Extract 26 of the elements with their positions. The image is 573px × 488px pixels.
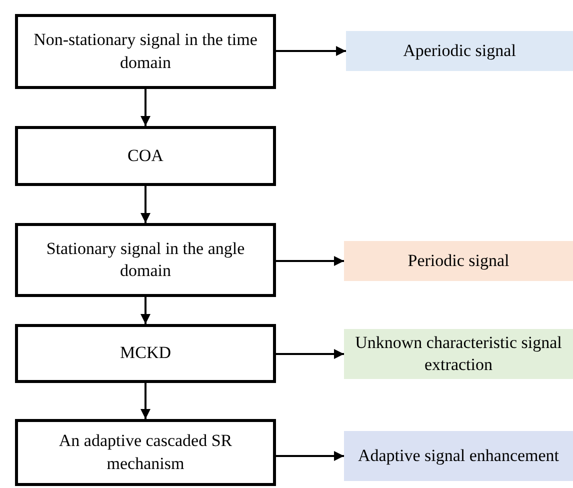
node-label: Stationary signal in the angle domain [45,238,246,282]
result-box [344,241,573,281]
arrow [276,256,344,266]
node-label: Periodic signal [408,250,510,272]
arrow [276,451,344,461]
node-label: MCKD [120,342,171,364]
arrow [140,186,150,223]
arrow [140,383,150,419]
process-box [15,14,276,89]
node-label: Adaptive signal enhancement [358,444,560,467]
node-label: Aperiodic signal [403,40,516,62]
result-box [344,431,573,481]
node-label: Non-stationary signal in the time domain [32,29,258,74]
arrow [140,89,150,126]
arrow [276,349,344,359]
process-box [15,324,276,383]
process-box [15,126,276,186]
node-label: An adaptive cascaded SR mechanism [58,430,234,474]
node-label: COA [128,144,164,167]
process-box [15,223,276,297]
result-box [346,31,573,71]
arrow [140,297,150,324]
result-box [344,329,573,379]
node-label: Unknown characteristic signal extraction [354,332,563,376]
process-box [15,419,276,486]
arrow [276,46,346,56]
